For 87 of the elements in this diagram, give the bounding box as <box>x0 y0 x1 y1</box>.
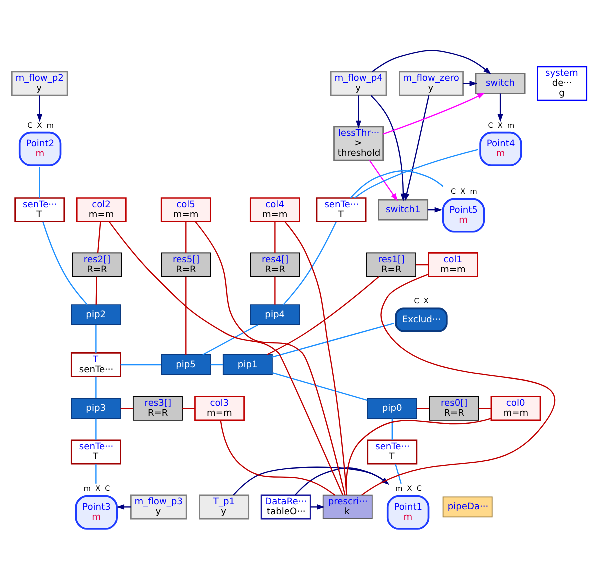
node-box: senTe··· T <box>70 440 122 465</box>
node-box: switch1 <box>378 199 429 221</box>
node-box: DataRe··· tableO··· <box>260 494 312 520</box>
connector <box>97 222 102 254</box>
connector <box>96 464 97 484</box>
connector <box>96 376 97 398</box>
node-box: pip2 <box>71 304 122 326</box>
connector <box>272 322 394 358</box>
arrow <box>116 504 132 510</box>
connector <box>186 222 187 254</box>
connector <box>283 222 337 306</box>
connector <box>267 276 380 356</box>
connector <box>39 167 40 198</box>
node-label: C X m <box>28 120 54 130</box>
node-label: C X m <box>451 187 478 196</box>
node-box: pip5 <box>161 354 212 376</box>
node-box: pip1 <box>222 354 273 376</box>
node-box: pip4 <box>250 304 300 326</box>
connector <box>202 324 258 356</box>
arrow <box>372 50 492 75</box>
node-box: res3[] R=R <box>132 396 183 421</box>
node-box: pip0 <box>367 398 418 420</box>
node-label: C X m <box>488 120 515 130</box>
connector <box>96 325 97 354</box>
connector <box>96 418 97 440</box>
connector <box>284 222 348 496</box>
node-box: senTe··· T <box>367 440 418 465</box>
node-label: m X C <box>84 484 110 494</box>
connector <box>195 222 346 496</box>
connector <box>109 222 344 496</box>
connector <box>272 372 368 402</box>
arrow <box>463 81 478 86</box>
node-box: prescri··· k <box>322 494 373 520</box>
node-box: pipeDa··· <box>442 496 493 518</box>
connector <box>416 264 429 266</box>
connector <box>220 420 336 496</box>
node-box: senTe··· T <box>14 198 66 223</box>
node-box: col5 m=m <box>160 198 212 223</box>
node-box: senTe··· T <box>316 198 367 223</box>
node-box: col0 m=m <box>490 396 542 422</box>
node-label: C X <box>414 296 429 306</box>
arrow <box>356 96 362 129</box>
connector <box>42 222 88 306</box>
node-box: res5[] R=R <box>161 252 212 278</box>
node-box: col2 m=m <box>76 198 127 223</box>
arrow <box>383 92 486 135</box>
node-box: m_flow_zero y <box>399 71 464 96</box>
node-box: col4 m=m <box>250 198 300 223</box>
arrow <box>233 466 390 496</box>
connector <box>478 408 492 410</box>
connector <box>186 277 187 355</box>
connector <box>210 364 224 366</box>
node-box: T senTe··· <box>70 352 122 378</box>
connector <box>362 274 555 496</box>
node-box: T_p1 y <box>199 494 250 520</box>
node-box: res4[] R=R <box>250 252 300 278</box>
node-box: system de··· g <box>537 66 588 102</box>
node-box: res0[] R=R <box>429 396 480 421</box>
connector <box>274 276 276 305</box>
connector <box>354 149 478 199</box>
node-box: m_flow_p3 y <box>130 494 188 520</box>
arrow <box>404 95 430 202</box>
node-box: switch <box>475 73 526 94</box>
connector <box>120 408 134 410</box>
arrow <box>295 468 390 496</box>
node-box: pip3 <box>71 398 122 420</box>
node-box: col1 m=m <box>428 252 478 278</box>
node-box: res1[] R=R <box>366 252 416 278</box>
node-box: m_flow_p4 y <box>330 71 388 96</box>
connector <box>417 408 430 410</box>
connector <box>350 170 444 199</box>
connector <box>120 364 162 366</box>
node-box: m_flow_p2 y <box>11 71 68 96</box>
connector <box>392 418 393 440</box>
node-box: col3 m=m <box>194 396 245 422</box>
node-box: lessThr··· > threshold <box>334 126 384 162</box>
arrow <box>310 504 325 510</box>
connector <box>96 276 98 305</box>
arrow <box>369 160 398 202</box>
connector <box>395 464 402 484</box>
arrow <box>498 94 504 122</box>
connector <box>346 418 492 496</box>
arrow <box>37 96 43 122</box>
node-label: m X C <box>396 484 422 494</box>
connector <box>182 408 196 410</box>
connector <box>274 222 276 254</box>
node-box: res2[] R=R <box>72 252 122 278</box>
